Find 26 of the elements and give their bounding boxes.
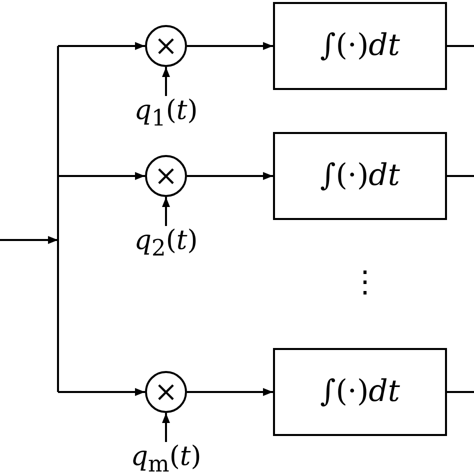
ellipsis-label: ⋮ [350,268,380,298]
arrow [187,172,273,180]
signal-label: q$_{1}$(t) [134,96,198,130]
arrow [187,42,273,50]
arrow [162,67,170,96]
integral-label: ∫(·)dt [320,161,400,191]
arrow [187,388,273,396]
signal-label: q$_{2}$(t) [134,226,198,260]
input-line [0,46,59,392]
output-line [447,175,474,177]
arrow [162,197,170,226]
output-line [447,45,474,47]
output-line [447,391,474,393]
arrow [58,388,145,396]
integral-label: ∫(·)dt [320,377,400,407]
integrator-block [273,348,447,436]
signal-label: q$_{m}$(t) [130,442,202,474]
multiply-symbol: × [154,378,178,406]
arrow [58,172,145,180]
multiply-symbol: × [154,32,178,60]
arrow [58,42,145,50]
arrow [162,413,170,442]
integrator-block [273,2,447,90]
integrator-block [273,132,447,220]
integral-label: ∫(·)dt [320,31,400,61]
multiply-symbol: × [154,162,178,190]
